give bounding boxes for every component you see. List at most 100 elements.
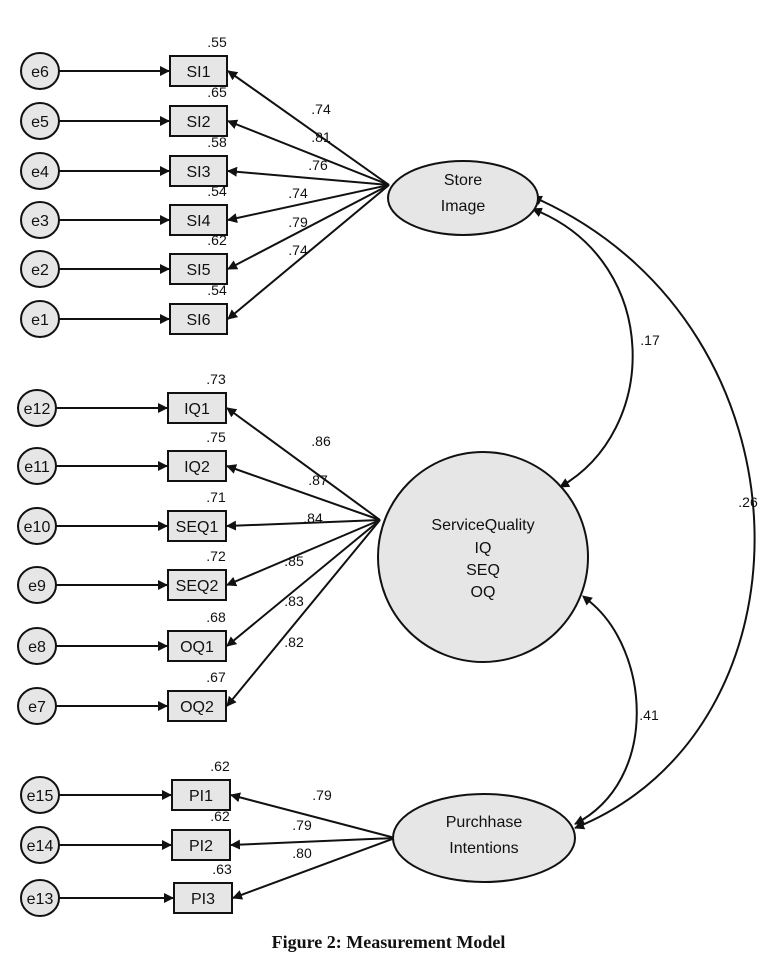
error-term [17, 566, 57, 604]
service-quality-latent-label: ServiceQuality [431, 517, 534, 534]
error-label: e1 [31, 312, 49, 329]
loading-path [232, 837, 396, 900]
loading-label: .79 [312, 787, 332, 803]
covariance-label: .41 [639, 707, 659, 723]
indicator-label: SI4 [186, 213, 210, 230]
r-squared-label: .63 [212, 861, 232, 877]
r-squared-label: .73 [206, 371, 226, 387]
service-quality-latent-label: SEQ [466, 562, 500, 579]
error-term [17, 507, 57, 545]
error-term [20, 826, 60, 864]
indicator-label: SI6 [186, 312, 210, 329]
error-term [20, 102, 60, 140]
r-squared-label: .67 [206, 669, 226, 685]
loading-label: .74 [311, 101, 331, 117]
error-label: e10 [24, 519, 51, 536]
error-label: e4 [31, 164, 49, 181]
loading-label: .84 [303, 510, 323, 526]
indicator-label: SI1 [186, 64, 210, 81]
loading-label: .79 [292, 817, 312, 833]
indicator-label: SI2 [186, 114, 210, 131]
loading-label: .83 [284, 593, 304, 609]
indicator-box [167, 392, 227, 424]
purchase-intentions-latent-label: Intentions [449, 840, 518, 857]
indicator-label: SI5 [186, 262, 210, 279]
indicator-box [171, 829, 231, 861]
r-squared-label: .62 [207, 232, 227, 248]
error-label: e9 [28, 578, 46, 595]
loading-path [227, 184, 390, 320]
loading-label: .81 [311, 129, 331, 145]
service-quality-latent-label: IQ [475, 540, 492, 557]
indicator-box [169, 204, 228, 236]
error-label: e13 [27, 891, 54, 908]
service-quality-latent [377, 451, 589, 663]
error-term [20, 152, 60, 190]
loading-label: .76 [308, 157, 328, 173]
error-term [17, 389, 57, 427]
error-label: e7 [28, 699, 46, 716]
loading-label: .87 [308, 472, 328, 488]
indicator-label: OQ2 [180, 699, 214, 716]
error-term [20, 52, 60, 90]
indicator-label: OQ1 [180, 639, 214, 656]
loading-label: .74 [288, 185, 308, 201]
loading-path [227, 166, 390, 186]
loading-path [226, 519, 381, 707]
indicator-label: PI2 [189, 838, 213, 855]
loading-label: .74 [288, 242, 308, 258]
indicator-label: IQ2 [184, 459, 210, 476]
indicator-label: SI3 [186, 164, 210, 181]
r-squared-label: .54 [207, 183, 227, 199]
loading-label: .79 [288, 214, 308, 230]
r-squared-label: .54 [207, 282, 227, 298]
covariance-label: .17 [640, 332, 660, 348]
indicator-box [173, 882, 233, 914]
error-label: e6 [31, 64, 49, 81]
loading-path [226, 519, 381, 531]
indicator-box [171, 779, 231, 811]
error-term [20, 250, 60, 288]
error-label: e5 [31, 114, 49, 131]
error-term [20, 776, 60, 814]
loading-path [227, 184, 390, 270]
indicator-box [167, 510, 227, 542]
r-squared-label: .62 [210, 808, 230, 824]
error-label: e11 [24, 459, 50, 476]
error-term [17, 687, 57, 725]
error-label: e2 [31, 262, 49, 279]
error-term [20, 879, 60, 917]
r-squared-label: .72 [206, 548, 226, 564]
error-label: e14 [27, 838, 54, 855]
store-image-latent-label: Store [444, 172, 482, 189]
loading-label: .85 [284, 553, 304, 569]
loading-label: .86 [311, 433, 331, 449]
loading-label: .80 [292, 845, 312, 861]
indicator-box [167, 450, 227, 482]
error-term [20, 201, 60, 239]
loading-path [226, 464, 381, 521]
covariance-label: .26 [738, 494, 758, 510]
r-squared-label: .71 [206, 489, 226, 505]
loading-path [226, 519, 381, 647]
r-squared-label: .62 [210, 758, 230, 774]
purchase-intentions-latent [392, 793, 576, 883]
r-squared-label: .58 [207, 134, 227, 150]
loading-path [226, 519, 381, 587]
loading-label: .82 [284, 634, 304, 650]
error-label: e15 [27, 788, 54, 805]
indicator-box [167, 569, 227, 601]
indicator-box [169, 155, 228, 187]
loading-path [227, 119, 390, 186]
error-label: e8 [28, 639, 46, 656]
covariance-si-pi [531, 195, 756, 830]
error-term [20, 300, 60, 338]
loading-path [227, 184, 390, 223]
service-quality-latent-label: OQ [471, 584, 496, 601]
loading-path [230, 837, 396, 850]
indicator-box [169, 303, 228, 335]
covariance-sq-pi [574, 595, 638, 825]
r-squared-label: .75 [206, 429, 226, 445]
indicator-box [169, 105, 228, 137]
